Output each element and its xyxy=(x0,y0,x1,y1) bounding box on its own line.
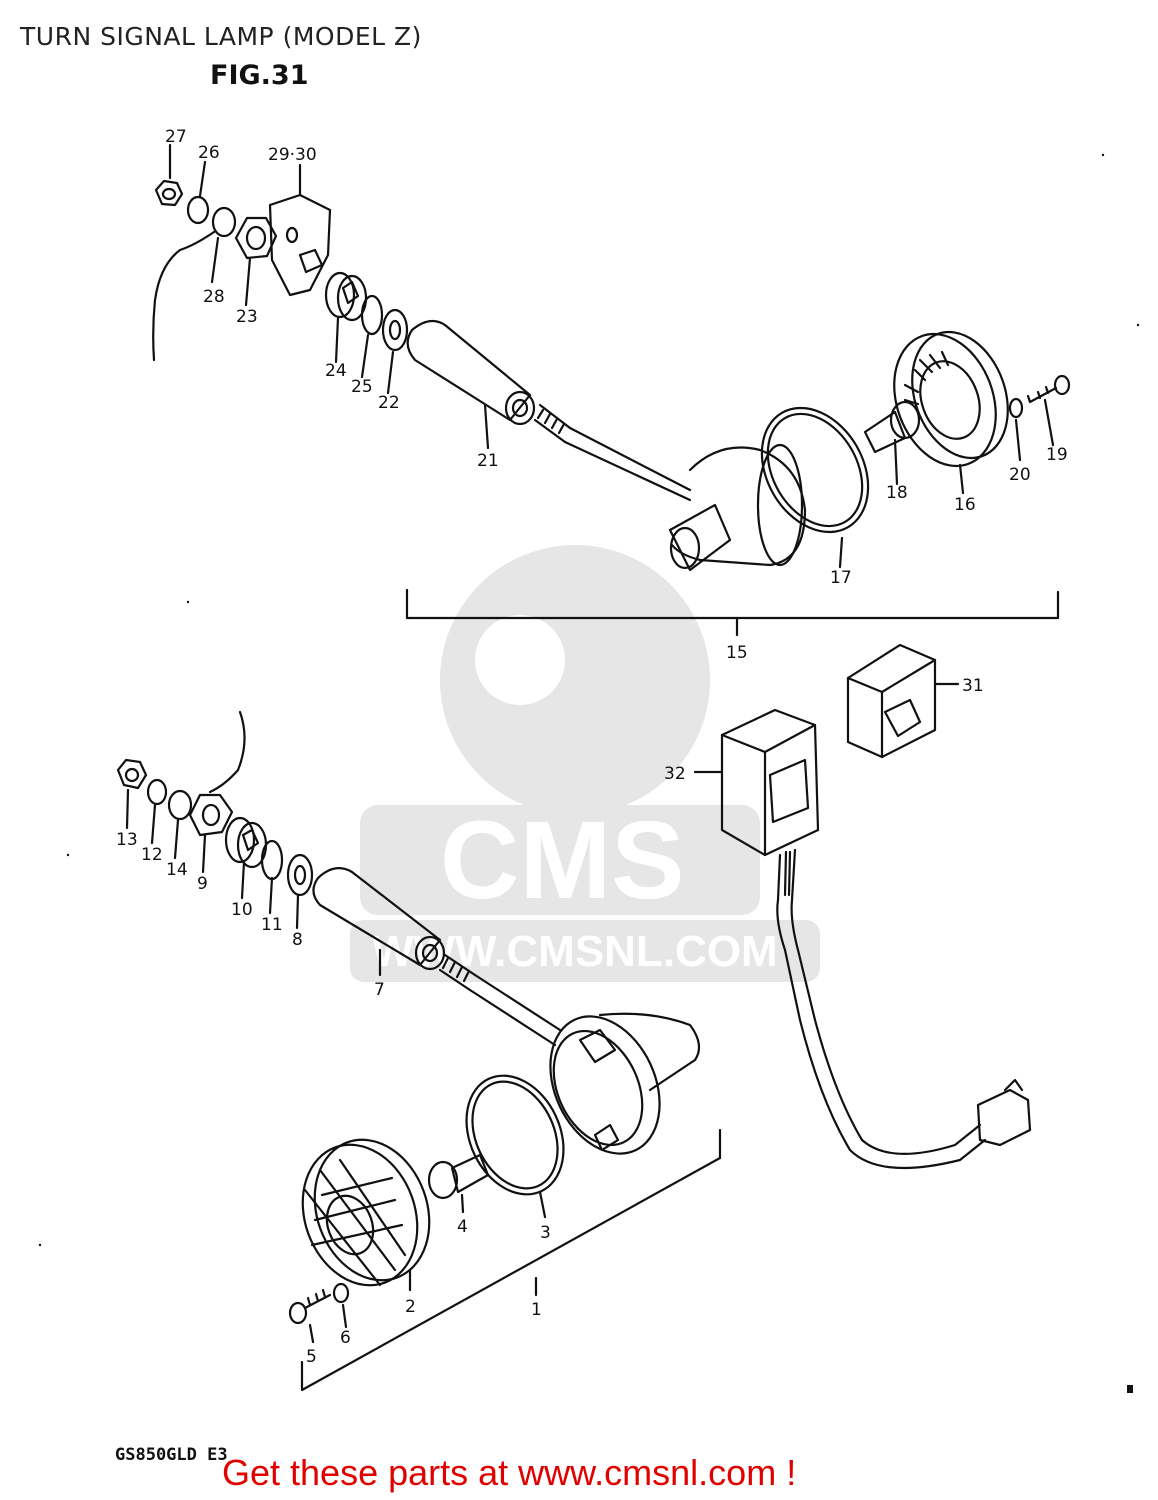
washer-22-part xyxy=(381,308,409,352)
callout-5: 5 xyxy=(306,1347,317,1367)
callout-2: 2 xyxy=(405,1297,416,1317)
callout-14: 14 xyxy=(166,860,188,880)
callout-8: 8 xyxy=(292,930,303,950)
terminal-14-part xyxy=(167,789,193,821)
washer-20-part xyxy=(1008,397,1024,419)
cushion-24-part xyxy=(324,271,368,322)
callout-12: 12 xyxy=(141,845,163,865)
lower-bolt-shaft-part xyxy=(438,953,562,1047)
screw-5-part xyxy=(288,1288,332,1325)
bulb-18-part xyxy=(863,400,921,454)
lens-2-part xyxy=(301,1138,431,1287)
callout-4: 4 xyxy=(457,1217,468,1237)
callout-16: 16 xyxy=(954,495,976,515)
watermark-logo: CMS WWW.CMSNL.COM xyxy=(350,545,820,982)
callout-22: 22 xyxy=(378,393,400,413)
nut-13-part xyxy=(116,758,148,790)
callout-26: 26 xyxy=(198,143,220,163)
washer-26-part xyxy=(186,195,210,225)
callout-labels: 27 26 29·30 28 23 24 25 22 21 19 20 18 1… xyxy=(116,127,1068,1367)
callout-15: 15 xyxy=(726,643,748,663)
page-title: TURN SIGNAL LAMP (MODEL Z) xyxy=(20,22,422,51)
callout-18: 18 xyxy=(886,483,908,503)
scan-specks xyxy=(38,153,1140,1393)
washer-6-part xyxy=(332,1282,350,1304)
nut-23-part xyxy=(234,216,278,260)
nut-27-part xyxy=(154,179,184,207)
callout-7: 7 xyxy=(374,980,385,1000)
housing-15-part xyxy=(668,443,807,572)
bolt-shaft-part xyxy=(533,403,692,502)
oring-3-part xyxy=(465,1074,565,1196)
callout-27: 27 xyxy=(165,127,187,147)
relay-31-part xyxy=(846,643,960,759)
washer-11-part xyxy=(260,839,284,881)
terminal-28-part xyxy=(152,206,237,362)
bracket-29-30-part xyxy=(268,193,332,297)
upper-assembly xyxy=(152,143,1071,637)
figure-label: FIG.31 xyxy=(210,60,309,91)
callout-31: 31 xyxy=(962,676,984,696)
oring-17-part xyxy=(760,406,870,534)
callout-21: 21 xyxy=(477,451,499,471)
watermark-url: WWW.CMSNL.COM xyxy=(372,927,778,976)
washer-8-part xyxy=(286,853,314,897)
washer-12-part xyxy=(146,778,168,806)
model-code: GS850GLD E3 xyxy=(115,1445,228,1465)
callout-10: 10 xyxy=(231,900,253,920)
callout-23: 23 xyxy=(236,307,258,327)
callout-1: 1 xyxy=(531,1300,542,1320)
callout-17: 17 xyxy=(830,568,852,588)
bracket-1-line xyxy=(300,1128,722,1392)
lower-assembly xyxy=(116,710,722,1392)
callout-11: 11 xyxy=(261,915,283,935)
stem-7-part xyxy=(312,867,446,971)
callout-19: 19 xyxy=(1046,445,1068,465)
watermark-brand: CMS xyxy=(440,799,684,922)
callout-29-30: 29·30 xyxy=(268,145,317,165)
callout-13: 13 xyxy=(116,830,138,850)
bulb-4-part xyxy=(427,1153,490,1200)
nut-9-part xyxy=(188,793,234,837)
cushion-10-part xyxy=(224,816,268,869)
callout-24: 24 xyxy=(325,361,347,381)
washer-25-part xyxy=(360,294,384,336)
callout-32: 32 xyxy=(664,764,686,784)
screw-19-part xyxy=(1026,374,1071,404)
callout-20: 20 xyxy=(1009,465,1031,485)
stem-21-part xyxy=(406,319,536,426)
callout-6: 6 xyxy=(340,1328,351,1348)
call-to-action-link[interactable]: Get these parts at www.cmsnl.com ! xyxy=(222,1452,797,1493)
relay-32-part xyxy=(693,708,1032,1170)
lens-16-part xyxy=(893,330,1009,468)
callout-28: 28 xyxy=(203,287,225,307)
callout-25: 25 xyxy=(351,377,373,397)
bracket-15-line xyxy=(405,588,1060,637)
callout-3: 3 xyxy=(540,1223,551,1243)
callout-9: 9 xyxy=(197,874,208,894)
lower-housing-part xyxy=(549,1012,701,1155)
